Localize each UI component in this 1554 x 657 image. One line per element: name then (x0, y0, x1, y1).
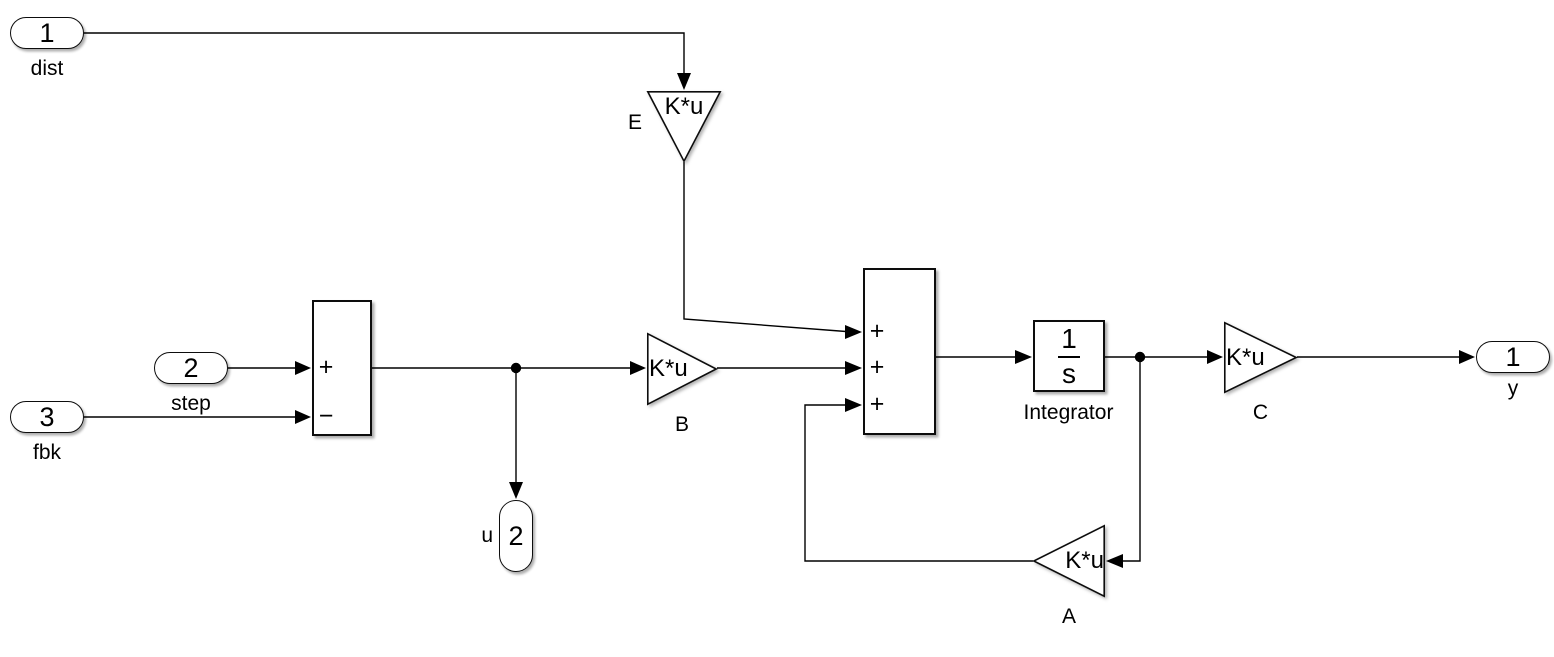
integrator-label: Integrator (1023, 401, 1114, 424)
sum-block-1[interactable]: + − (312, 300, 372, 436)
inport-fbk[interactable]: 3 (10, 401, 84, 433)
integrator-transfer-function: 1 s (1035, 322, 1103, 390)
outport-y[interactable]: 1 (1476, 341, 1550, 373)
arrowhead-icon (1207, 350, 1223, 364)
arrowhead-icon (845, 325, 862, 339)
sum1-sign-plus: + (318, 353, 334, 381)
wire-dist-to-gain-e[interactable] (84, 32, 691, 90)
sum2-sign-plus-3: + (869, 390, 885, 418)
integrator-block[interactable]: 1 s (1033, 320, 1105, 392)
arrowhead-icon (509, 482, 523, 499)
inport-dist[interactable]: 1 (10, 17, 84, 49)
gain-block-e[interactable]: K*u (646, 91, 722, 163)
inport-fbk-label: fbk (32, 441, 61, 464)
gain-a-label: A (1061, 605, 1076, 628)
arrowhead-icon (630, 361, 646, 375)
arrowhead-icon (295, 410, 311, 424)
wire-fbk-to-sum1-minus[interactable] (84, 410, 311, 424)
wire-step-to-sum1-plus[interactable] (228, 361, 311, 375)
arrowhead-icon (1459, 350, 1475, 364)
sum-block-2[interactable]: + + + (863, 268, 936, 435)
gain-e-triangle (646, 91, 722, 163)
wire-sum1-to-gain-b[interactable] (372, 361, 646, 375)
inport-dist-label: dist (30, 57, 64, 80)
wire-gain-e-to-sum2-input1[interactable] (683, 162, 862, 339)
gain-block-a[interactable]: K*u (1032, 524, 1105, 598)
gain-e-label: E (627, 111, 642, 134)
arrowhead-icon (677, 73, 691, 90)
gain-a-expression: K*u (1065, 547, 1104, 574)
gain-c-expression: K*u (1226, 343, 1265, 371)
arrowhead-icon (1106, 554, 1123, 568)
gain-e-expression: K*u (664, 93, 704, 120)
inport-fbk-number: 3 (39, 401, 55, 432)
wire-integrator-to-gain-c[interactable] (1105, 350, 1223, 364)
arrowhead-icon (845, 361, 862, 375)
wire-gain-b-to-sum2-input2[interactable] (717, 361, 862, 375)
outport-u[interactable]: 2 (499, 500, 533, 572)
integrator-denominator: s (1062, 357, 1076, 389)
outport-y-number: 1 (1505, 341, 1521, 372)
wire-gain-a-to-sum2-input3[interactable] (804, 398, 1033, 562)
sum2-sign-plus-1: + (869, 317, 885, 345)
outport-u-number: 2 (508, 520, 524, 551)
sum2-sign-plus-2: + (869, 353, 885, 381)
sum1-sign-minus: − (318, 402, 334, 430)
gain-b-label: B (674, 413, 689, 436)
outport-y-label: y (1507, 377, 1519, 400)
gain-c-label: C (1252, 401, 1269, 424)
wire-branch-to-gain-a[interactable] (1106, 357, 1141, 568)
inport-dist-number: 1 (39, 17, 55, 48)
inport-step[interactable]: 2 (154, 352, 228, 384)
gain-block-c[interactable]: K*u (1224, 321, 1299, 394)
wire-branch-to-outport-u[interactable] (509, 368, 523, 499)
arrowhead-icon (295, 361, 311, 375)
arrowhead-icon (1015, 350, 1032, 364)
integrator-numerator: 1 (1058, 324, 1080, 358)
inport-step-number: 2 (183, 352, 199, 383)
inport-step-label: step (171, 392, 211, 415)
arrowhead-icon (845, 398, 862, 412)
wire-gain-c-to-outport-y[interactable] (1297, 350, 1475, 364)
gain-b-expression: K*u (649, 355, 688, 382)
gain-a-triangle (1032, 524, 1105, 598)
wire-sum2-to-integrator[interactable] (936, 350, 1032, 364)
gain-c-triangle (1224, 321, 1299, 394)
gain-block-b[interactable]: K*u (647, 332, 718, 406)
outport-u-label: u (481, 524, 493, 547)
gain-b-triangle (647, 332, 718, 406)
